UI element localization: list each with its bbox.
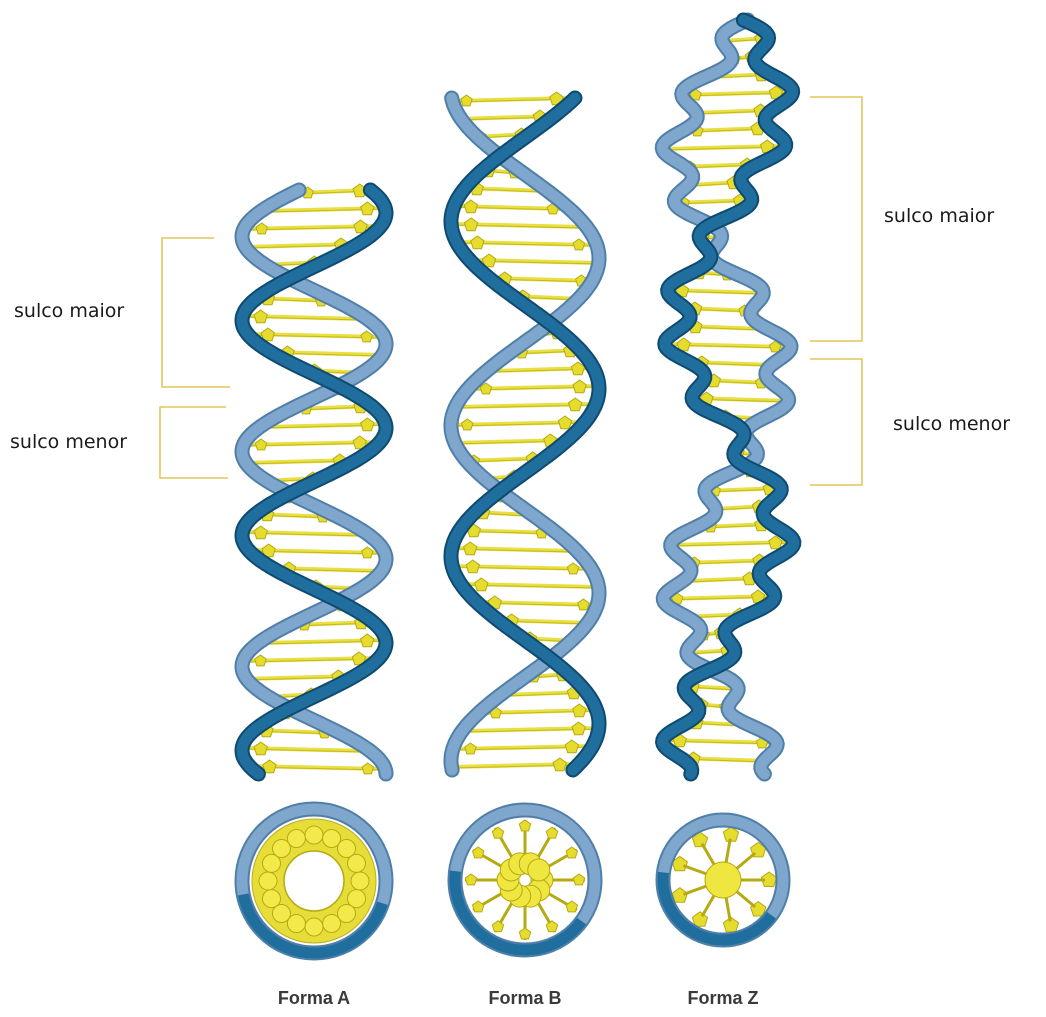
form-a-helix	[242, 184, 386, 774]
form-z-major-groove-label: sulco maior	[884, 205, 994, 227]
form-a-major-groove-bracket	[162, 238, 230, 387]
form-b-caption: Forma B	[488, 988, 561, 1008]
form-b-helix	[451, 92, 599, 771]
form-a-minor-groove-bracket	[160, 407, 228, 478]
form-a-top-view	[242, 809, 386, 953]
form-a-minor-groove-label: sulco menor	[10, 431, 127, 453]
form-z-major-groove-bracket	[810, 97, 862, 341]
form-z-minor-groove-label: sulco menor	[893, 413, 1010, 435]
form-z-caption: Forma Z	[687, 988, 758, 1008]
form-a-major-groove-label: sulco maior	[14, 300, 124, 322]
form-a-caption: Forma A	[278, 988, 350, 1008]
form-z-minor-groove-bracket	[810, 359, 862, 485]
form-z-helix	[662, 14, 794, 774]
form-z-top-view	[663, 820, 783, 940]
form-b-top-view	[455, 810, 595, 950]
